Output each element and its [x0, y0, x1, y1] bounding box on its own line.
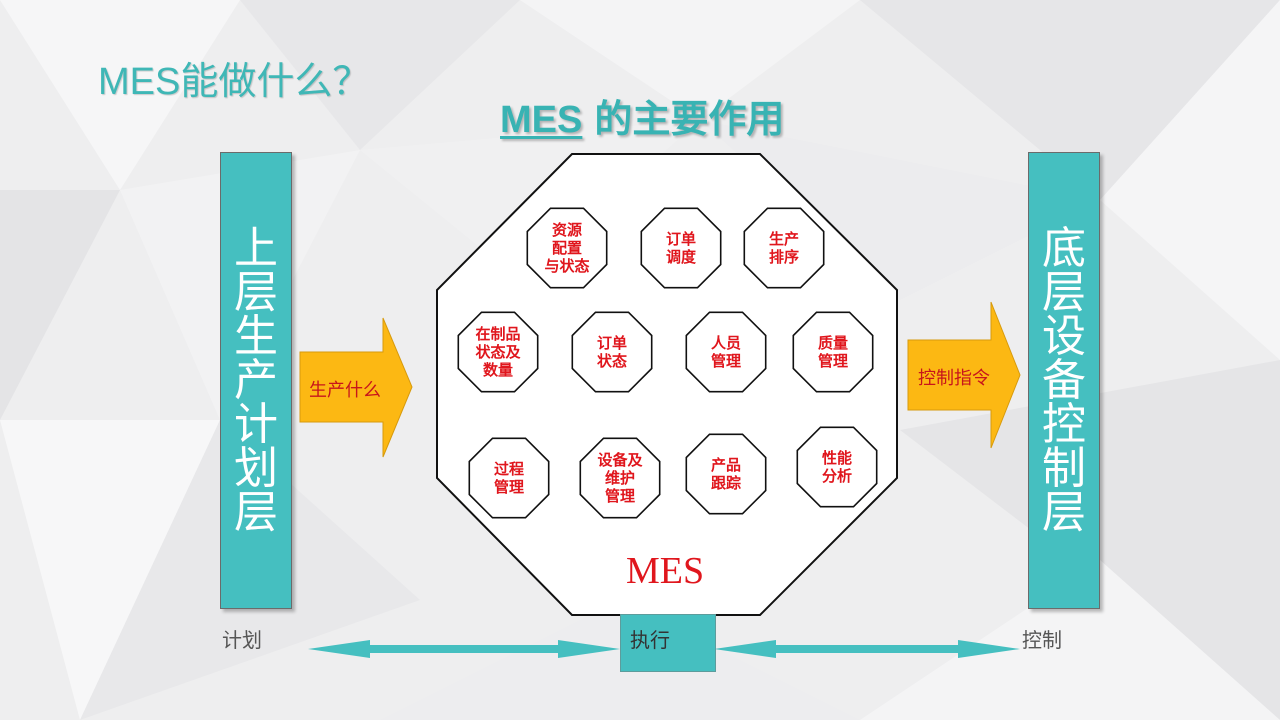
function-label-line: 人员: [710, 334, 741, 352]
function-label-line: 数量: [482, 361, 513, 379]
function-label: 设备及维护管理: [575, 451, 665, 505]
function-label-line: 质量: [817, 334, 848, 352]
lower-control-layer-label: 底层设备控制层: [1042, 222, 1086, 538]
function-label-line: 生产: [768, 230, 799, 248]
function-label-line: 过程: [493, 460, 524, 478]
function-label-line: 调度: [665, 248, 696, 266]
function-octagon: [796, 426, 878, 508]
execute-label: 执行: [630, 628, 670, 652]
function-label-line: 配置: [551, 239, 582, 257]
function-label-line: 分析: [821, 467, 852, 485]
function-label-line: 订单: [596, 334, 627, 352]
upper-planning-layer-pillar: 上层生产计划层: [220, 152, 292, 609]
function-octagon: [571, 311, 653, 393]
function-label: 性能分析: [792, 449, 882, 485]
control-label: 控制: [1022, 628, 1062, 652]
function-label-line: 状态: [596, 352, 627, 370]
function-octagon: [685, 433, 767, 515]
function-octagon: [792, 311, 874, 393]
function-label-line: 管理: [493, 478, 524, 496]
function-label-line: 与状态: [544, 257, 590, 275]
function-label-line: 维护: [604, 469, 635, 487]
arrow-right-label: 控制指令: [918, 368, 990, 389]
function-label-line: 管理: [710, 352, 741, 370]
execute-box: [620, 614, 716, 672]
function-label-line: 设备及: [597, 451, 643, 469]
function-label: 在制品状态及数量: [453, 325, 543, 379]
function-label-line: 订单: [665, 230, 696, 248]
function-label-line: 状态及: [475, 343, 521, 361]
function-octagon: [743, 207, 825, 289]
function-label: 资源配置与状态: [522, 221, 612, 275]
function-label-line: 排序: [768, 248, 799, 266]
function-label-line: 跟踪: [710, 474, 741, 492]
function-label: 产品跟踪: [681, 456, 771, 492]
function-label-line: 管理: [604, 487, 635, 505]
function-octagon: [640, 207, 722, 289]
function-octagon: [579, 437, 661, 519]
subheading-rest: 的主要作用: [594, 99, 785, 141]
mes-center-label: MES: [626, 550, 705, 592]
arrow-left-label: 生产什么: [309, 380, 381, 401]
function-label: 订单调度: [636, 230, 726, 266]
slide-heading: MES能做什么？: [98, 61, 371, 103]
plan-label: 计划: [222, 628, 262, 652]
function-label: 生产排序: [739, 230, 829, 266]
function-octagon: [457, 311, 539, 393]
lower-control-layer-pillar: 底层设备控制层: [1028, 152, 1100, 609]
function-label: 过程管理: [464, 460, 554, 496]
function-octagon: [526, 207, 608, 289]
double-arrow-plan-execute: [308, 640, 620, 658]
function-label-line: 产品: [710, 456, 741, 474]
function-octagon: [468, 437, 550, 519]
slide-subheading: MES 的主要作用: [500, 88, 784, 143]
function-label-line: 资源: [551, 221, 582, 239]
function-label-line: 管理: [817, 352, 848, 370]
function-label: 人员管理: [681, 334, 771, 370]
input-arrow-left: [299, 317, 413, 458]
output-arrow-right: [907, 301, 1021, 449]
function-label: 质量管理: [788, 334, 878, 370]
function-label-line: 在制品: [475, 325, 521, 343]
function-label: 订单状态: [567, 334, 657, 370]
upper-planning-layer-label: 上层生产计划层: [234, 222, 278, 538]
double-arrow-execute-control: [714, 640, 1020, 658]
function-octagon: [685, 311, 767, 393]
subheading-mes: MES: [500, 99, 583, 141]
function-label-line: 性能: [821, 449, 852, 467]
